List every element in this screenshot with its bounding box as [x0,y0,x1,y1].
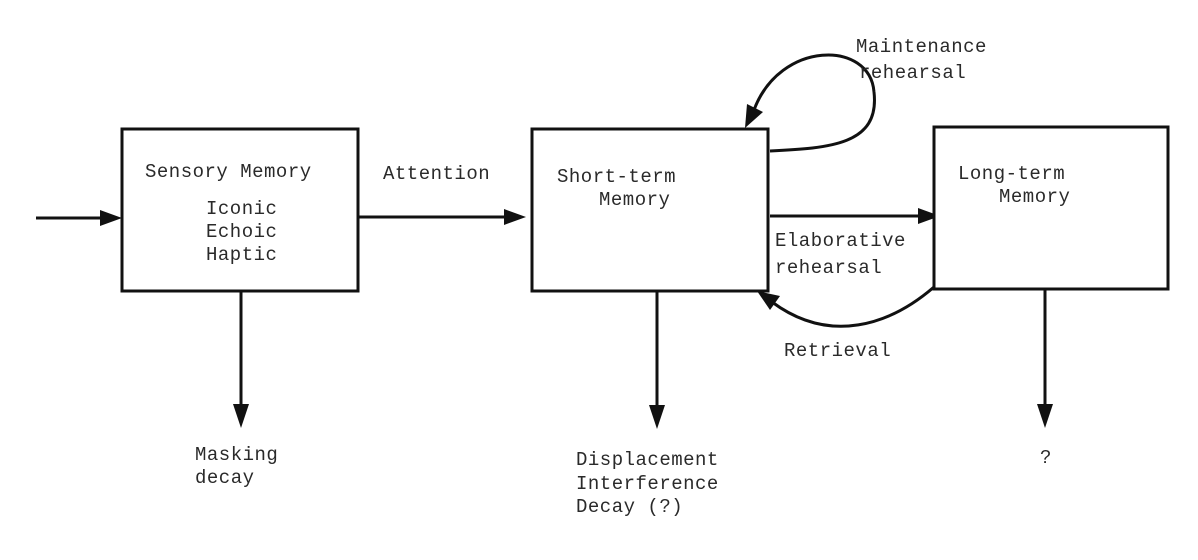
maintenance-rehearsal-arrow [752,53,876,153]
attention-label: Attention [383,163,490,185]
attention-arrow-head [504,209,526,225]
long-term-memory-box [932,125,1170,291]
short-term-title-line-2: Memory [599,189,670,211]
sensory-decay-arrow-head [233,404,249,428]
sensory-outcome-line-2: decay [195,467,255,489]
short-term-title-line-1: Short-term [557,166,676,188]
input-arrow-head [100,210,122,226]
long-term-loss-arrow-head [1037,404,1053,428]
sensory-item-haptic: Haptic [206,244,277,266]
short-term-outcome-line-1: Displacement [576,449,719,471]
maintenance-label-line-2: rehearsal [859,62,966,84]
long-term-title-line-1: Long-term [958,163,1065,185]
elaborative-label-line-2: rehearsal [775,257,882,279]
maintenance-label-line-1: Maintenance [856,36,987,58]
elaborative-label-line-1: Elaborative [775,230,906,252]
maintenance-rehearsal-arrow-head [745,104,763,128]
short-term-loss-arrow-head [649,405,665,429]
sensory-item-iconic: Iconic [206,198,277,220]
sensory-memory-title: Sensory Memory [145,161,312,183]
retrieval-label: Retrieval [784,340,891,362]
long-term-title-line-2: Memory [999,186,1070,208]
short-term-outcome-line-2: Interference [576,473,719,495]
elaborative-rehearsal-arrow-head [918,208,940,224]
long-term-outcome: ? [1040,447,1052,469]
short-term-memory-box [530,127,770,293]
short-term-outcome-line-3: Decay (?) [576,496,683,518]
sensory-item-echoic: Echoic [206,221,277,243]
retrieval-arrow [771,285,935,328]
retrieval-arrow-head [757,291,780,310]
sensory-outcome-line-1: Masking [195,444,278,466]
